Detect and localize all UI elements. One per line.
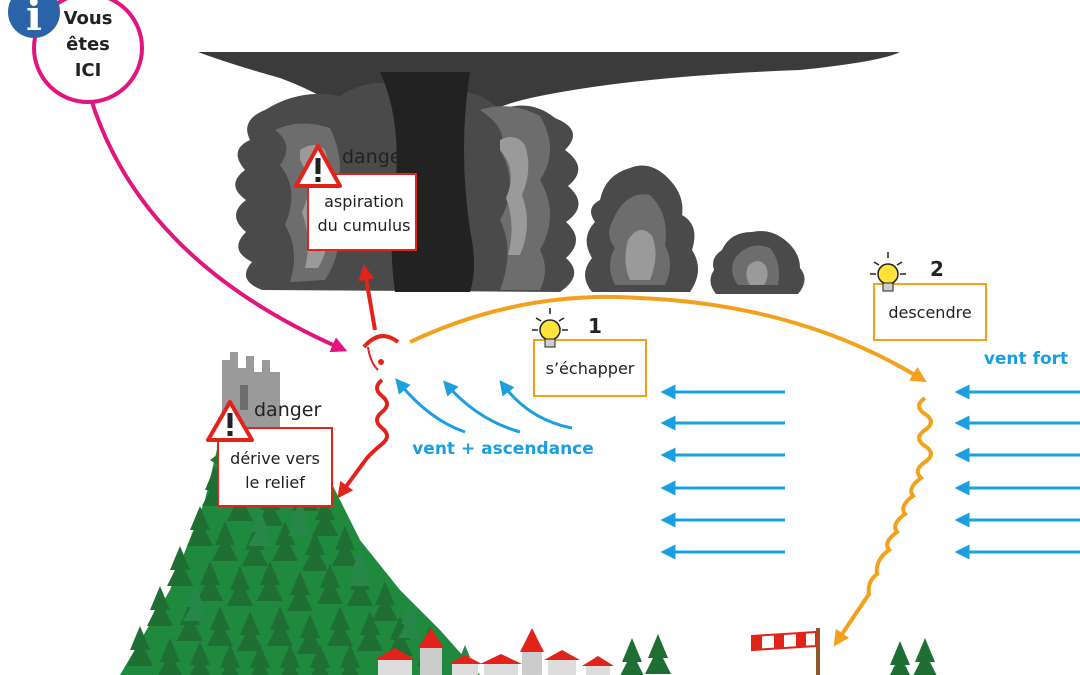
warning-triangle-icon	[206, 400, 254, 442]
tip-escape-callout: 1 s’échapper	[532, 308, 647, 397]
you-are-here-line3: ICI	[75, 60, 102, 81]
strong-wind-arrows-right	[954, 384, 1080, 560]
danger-text-line1: dérive vers	[230, 449, 320, 468]
danger-aspiration-callout: danger aspiration du cumulus	[294, 144, 417, 251]
danger-heading: danger	[342, 146, 409, 168]
danger-relief-callout: danger dérive vers le relief	[206, 399, 333, 507]
info-icon: i	[26, 0, 42, 40]
lightbulb-icon	[870, 252, 906, 292]
updraft-wind-arrows	[395, 378, 573, 434]
escape-paths	[409, 294, 933, 647]
tip-number: 2	[930, 257, 944, 281]
tip-descend-callout: 2 descendre	[870, 252, 987, 341]
village	[374, 628, 938, 675]
danger-text-line1: aspiration	[324, 192, 404, 211]
strong-wind-label: vent fort	[984, 349, 1068, 369]
you-are-here-pointer	[88, 95, 348, 353]
danger-heading: danger	[254, 399, 321, 421]
lightbulb-icon	[532, 308, 568, 348]
you-are-here-line2: êtes	[66, 34, 110, 55]
danger-text-line2: du cumulus	[318, 216, 411, 235]
danger-text-line2: le relief	[245, 473, 305, 492]
tip-text: s’échapper	[546, 359, 635, 378]
danger-paths	[337, 264, 389, 499]
updraft-wind-label: vent + ascendance	[412, 439, 594, 459]
cumulus-small	[710, 231, 805, 294]
you-are-here-badge: i Vous êtes ICI	[8, 0, 144, 104]
strong-wind-arrows-middle	[660, 384, 785, 560]
tip-text: descendre	[888, 303, 971, 322]
paraglider-icon	[362, 334, 400, 371]
cumulus-medium	[585, 165, 699, 292]
windsock	[751, 628, 820, 675]
tip-number: 1	[588, 314, 602, 338]
you-are-here-line1: Vous	[64, 8, 113, 29]
warning-triangle-icon	[294, 144, 342, 188]
